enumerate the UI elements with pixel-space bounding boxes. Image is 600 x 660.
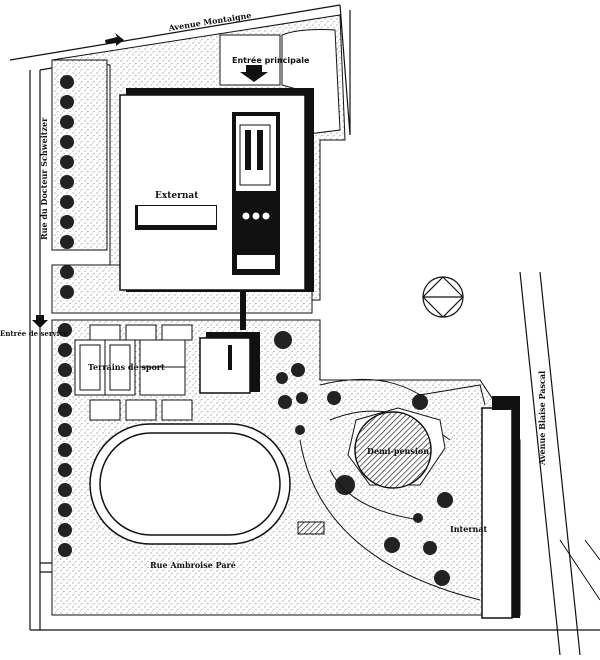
arrows: [32, 33, 268, 328]
demi-pension-building: [347, 407, 446, 489]
label-entree-principale: Entrée principale: [232, 56, 310, 65]
label-demi-pension: Demi-pension: [367, 446, 430, 456]
label-avenue-blaise-pascal: Avenue Blaise Pascal: [537, 370, 547, 465]
internat-building: [481, 396, 520, 619]
avenue-montaigne-road: [9, 4, 341, 61]
externat-building: [119, 88, 314, 330]
running-track: [89, 423, 291, 545]
main-entrance-arrow: [240, 65, 268, 82]
trees: [274, 331, 453, 586]
corner-curve: [559, 539, 600, 601]
annex-building: [297, 521, 325, 535]
label-terrains-sport: Terrains de sport: [88, 362, 165, 372]
gymnasium: [199, 332, 260, 394]
label-internat: Internat: [450, 524, 488, 534]
label-externat: Externat: [155, 191, 199, 201]
label-rue-ambroise-pare: Rue Ambroise Paré: [150, 560, 236, 570]
street-arrow: [105, 33, 124, 46]
sports-fields: [74, 324, 193, 421]
avenue-blaise-pascal-road: [519, 271, 561, 656]
label-rue-docteur-schweitzer: Rue du Docteur Schweitzer: [39, 117, 49, 240]
compass-north-symbol: [422, 276, 464, 318]
tree-row: [58, 75, 74, 557]
label-entree-service: Entrée de service: [0, 329, 69, 338]
service-entrance-arrow: [32, 315, 48, 328]
